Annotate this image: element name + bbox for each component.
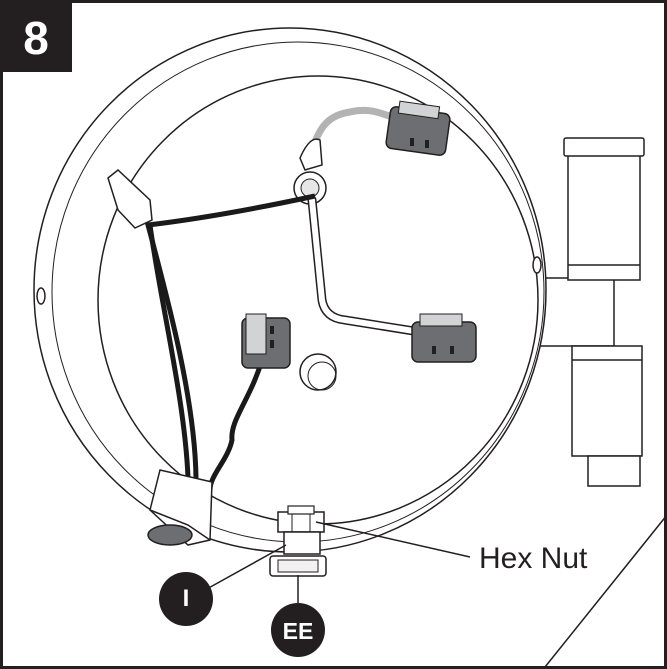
mounting-hole-left [36,287,46,305]
threaded-nipple [269,531,327,577]
hex-nut-label: Hex Nut [479,542,588,575]
black-wire-lamp [207,359,265,491]
hex-nut-leader [315,521,471,558]
wall-line [544,514,667,668]
step-number-badge: 8 [0,0,72,72]
fixture-body [33,27,547,553]
wire-nut-left [107,169,153,229]
strain-relief-bushing [147,469,213,546]
callout-ee-circle [271,603,325,657]
white-wire [309,197,423,335]
socket-connector-top [385,100,451,156]
mounting-arm [535,137,645,487]
socket-connector-right [411,313,477,363]
wire-nut-top [299,138,323,171]
callout-i-leader [204,544,287,591]
callout-i-circle [159,572,213,626]
callout-ee-label: EE [282,618,314,644]
callout-i-label: I [182,585,190,612]
knockout-hole [299,353,337,391]
ground-wire [308,106,399,154]
hex-nut [277,505,325,533]
socket-connector-left [241,313,291,369]
mounting-hole-right [532,256,542,274]
